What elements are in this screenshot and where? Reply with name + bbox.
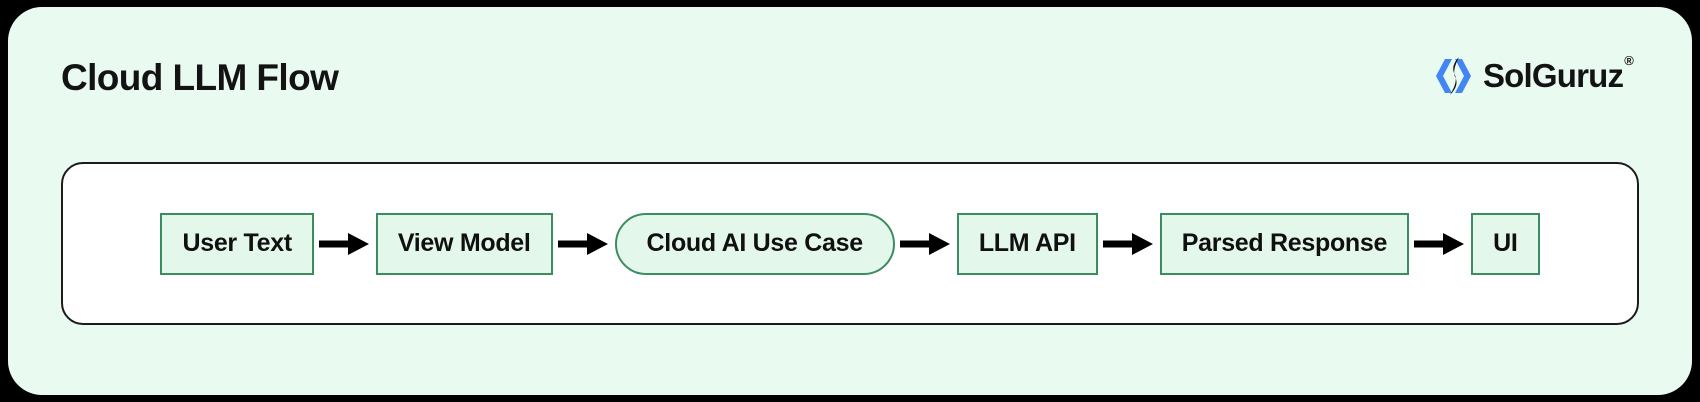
- flow-arrow-1: [314, 224, 376, 264]
- registered-trademark-icon: ®: [1624, 53, 1634, 68]
- flow-arrow-4: [1098, 224, 1160, 264]
- flow-node-view-model[interactable]: View Model: [375, 212, 553, 275]
- flow-node-user-text[interactable]: User Text: [160, 212, 314, 275]
- brand-name: SolGuruz®: [1482, 53, 1634, 95]
- flow-arrow-3: [895, 224, 957, 264]
- flow-container: User Text View Model: [61, 162, 1639, 325]
- flow-node-cloud-ai-use-case[interactable]: Cloud AI Use Case: [614, 212, 895, 275]
- solguruz-chevron-icon: [1433, 53, 1479, 99]
- flow-arrow-5: [1409, 224, 1471, 264]
- page-title: Cloud LLM Flow: [61, 57, 339, 98]
- flow-row: User Text View Model: [63, 164, 1637, 323]
- diagram-panel: Cloud LLM Flow SolGuruz® User Text: [8, 7, 1692, 395]
- flow-node-label: Cloud AI Use Case: [646, 229, 864, 257]
- flow-node-label: Parsed Response: [1181, 229, 1388, 257]
- flow-node-label: LLM API: [978, 229, 1076, 257]
- flow-node-label: View Model: [397, 229, 531, 257]
- brand-name-text: SolGuruz: [1482, 57, 1624, 94]
- flow-node-label: UI: [1493, 229, 1518, 257]
- flow-node-ui[interactable]: UI: [1471, 212, 1540, 275]
- flow-arrow-2: [553, 224, 615, 264]
- flow-node-parsed-response[interactable]: Parsed Response: [1159, 212, 1410, 275]
- flow-node-llm-api[interactable]: LLM API: [956, 212, 1098, 275]
- flow-node-label: User Text: [182, 229, 292, 257]
- brand-logo: SolGuruz®: [1433, 53, 1634, 99]
- diagram-header: Cloud LLM Flow SolGuruz®: [8, 7, 1692, 152]
